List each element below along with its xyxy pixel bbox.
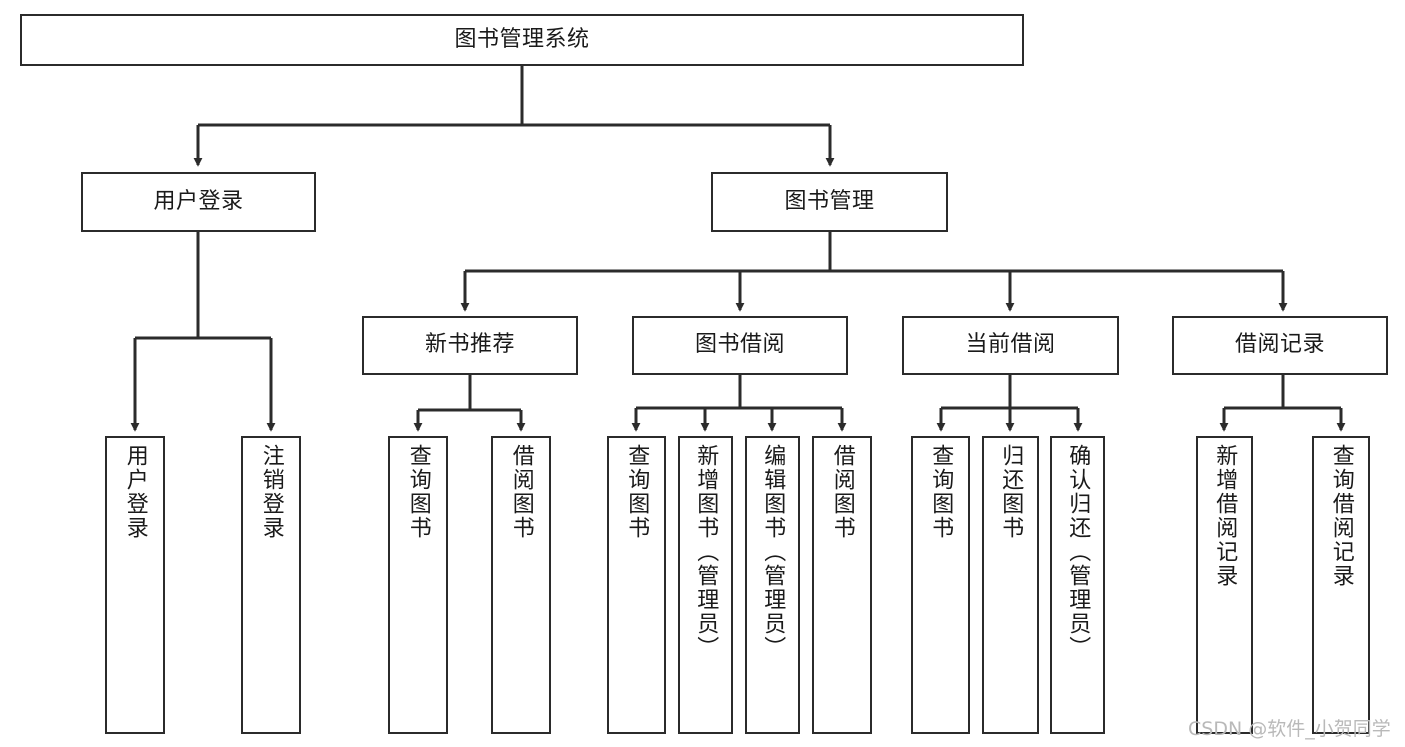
node-label: 借阅图书 [829,444,855,540]
leaf-user-logout-action[interactable]: 注销登录 [241,436,301,734]
leaf-book-borrow-query[interactable]: 查询图书 [607,436,666,734]
leaf-add-borrow-record[interactable]: 新增借阅记录 [1196,436,1253,734]
node-label: 查询图书 [405,444,431,540]
node-book-borrow[interactable]: 图书借阅 [632,316,848,375]
leaf-new-book-query[interactable]: 查询图书 [388,436,448,734]
leaf-query-borrow-record[interactable]: 查询借阅记录 [1312,436,1370,734]
leaf-book-edit-admin[interactable]: 编辑图书（管理员） [745,436,800,734]
node-root-book-management-system[interactable]: 图书管理系统 [20,14,1024,66]
node-label: 当前借阅 [965,332,1056,358]
node-label: 注销登录 [258,444,284,540]
node-label: 查询图书 [624,444,650,540]
node-borrow-record[interactable]: 借阅记录 [1172,316,1388,375]
node-label: 借阅图书 [508,444,534,540]
node-label: 编辑图书（管理员） [760,444,786,660]
node-label: 新增借阅记录 [1212,444,1238,588]
leaf-book-return[interactable]: 归还图书 [982,436,1039,734]
node-label: 图书管理 [784,188,875,214]
node-label: 图书管理系统 [454,26,590,52]
node-label: 归还图书 [998,444,1024,540]
node-label: 用户登录 [153,188,244,214]
leaf-user-login-action[interactable]: 用户登录 [105,436,165,734]
leaf-book-add-admin[interactable]: 新增图书（管理员） [678,436,733,734]
node-label: 图书借阅 [694,332,785,358]
node-user-login[interactable]: 用户登录 [81,172,316,232]
node-label: 确认归还（管理员） [1065,444,1091,660]
leaf-current-borrow-query[interactable]: 查询图书 [911,436,970,734]
node-book-management[interactable]: 图书管理 [711,172,948,232]
node-current-borrow[interactable]: 当前借阅 [902,316,1119,375]
leaf-new-book-borrow[interactable]: 借阅图书 [491,436,551,734]
leaf-confirm-return-admin[interactable]: 确认归还（管理员） [1050,436,1105,734]
node-label: 新书推荐 [424,332,515,358]
node-label: 查询图书 [928,444,954,540]
node-new-book-recommend[interactable]: 新书推荐 [362,316,578,375]
node-label: 借阅记录 [1234,332,1325,358]
node-label: 用户登录 [122,444,148,540]
node-label: 新增图书（管理员） [693,444,719,660]
node-label: 查询借阅记录 [1328,444,1354,588]
leaf-book-borrow-action[interactable]: 借阅图书 [812,436,872,734]
